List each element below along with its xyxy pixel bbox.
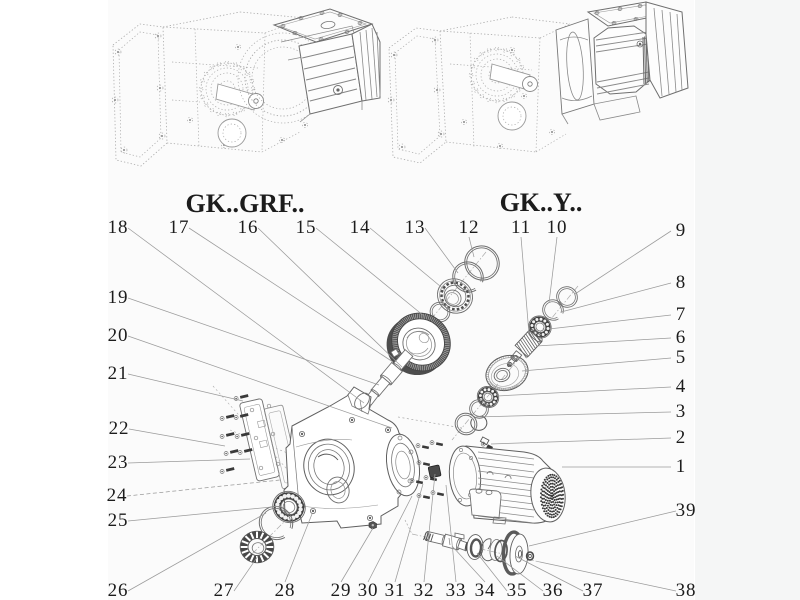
svg-text:9: 9 — [676, 220, 686, 241]
svg-text:6: 6 — [676, 327, 686, 348]
svg-text:21: 21 — [108, 363, 129, 384]
svg-text:29: 29 — [331, 580, 352, 600]
svg-text:8: 8 — [676, 272, 686, 293]
svg-text:5: 5 — [676, 347, 686, 368]
svg-text:GK..Y..: GK..Y.. — [500, 188, 583, 217]
svg-text:13: 13 — [405, 217, 426, 238]
svg-text:34: 34 — [475, 580, 496, 600]
svg-text:1: 1 — [676, 456, 686, 477]
svg-text:28: 28 — [275, 580, 296, 600]
svg-text:25: 25 — [108, 510, 129, 531]
svg-text:7: 7 — [676, 304, 686, 325]
svg-text:16: 16 — [238, 217, 259, 238]
svg-text:37: 37 — [583, 580, 604, 600]
svg-text:4: 4 — [676, 376, 686, 397]
svg-text:14: 14 — [350, 217, 371, 238]
svg-text:17: 17 — [169, 217, 190, 238]
svg-text:10: 10 — [547, 217, 568, 238]
svg-text:30: 30 — [358, 580, 379, 600]
svg-text:38: 38 — [676, 580, 697, 600]
svg-text:26: 26 — [108, 580, 129, 600]
svg-text:32: 32 — [414, 580, 435, 600]
svg-text:22: 22 — [109, 418, 130, 439]
svg-text:3: 3 — [676, 401, 686, 422]
svg-text:11: 11 — [511, 217, 531, 238]
svg-text:31: 31 — [385, 580, 406, 600]
svg-text:20: 20 — [108, 325, 129, 346]
svg-text:23: 23 — [108, 452, 129, 473]
svg-text:2: 2 — [676, 427, 686, 448]
svg-text:24: 24 — [107, 485, 128, 506]
svg-text:18: 18 — [108, 217, 129, 238]
svg-text:35: 35 — [507, 580, 528, 600]
svg-text:36: 36 — [543, 580, 564, 600]
svg-text:GK..GRF..: GK..GRF.. — [186, 189, 305, 218]
svg-text:39: 39 — [676, 500, 697, 521]
svg-text:12: 12 — [459, 217, 480, 238]
svg-text:33: 33 — [446, 580, 467, 600]
svg-text:19: 19 — [108, 287, 129, 308]
svg-text:27: 27 — [214, 580, 235, 600]
svg-text:15: 15 — [296, 217, 317, 238]
